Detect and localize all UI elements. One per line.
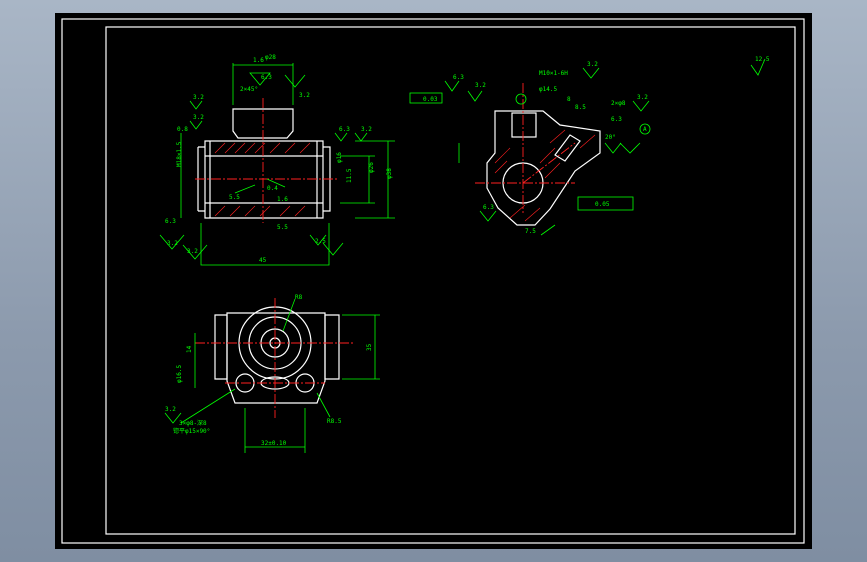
bottom-ra: 3.2 bbox=[165, 406, 176, 413]
side-dim3: 8.5 bbox=[575, 104, 586, 111]
front-dim-left: 0.8 bbox=[177, 126, 188, 133]
side-hole: 2×φ8 bbox=[611, 100, 626, 107]
front-ra-top2: 3.2 bbox=[299, 92, 310, 99]
side-ra4: 6.3 bbox=[611, 116, 622, 123]
side-ra2: 3.2 bbox=[475, 82, 486, 89]
side-bottom1: 6.3 bbox=[483, 204, 494, 211]
inner-frame bbox=[105, 26, 796, 535]
corner-ra: 12.5 bbox=[755, 56, 770, 63]
front-ra-right1: 6.3 bbox=[339, 126, 350, 133]
front-thread: M18×1.5 bbox=[176, 141, 183, 167]
bottom-view: R8 14 φ16.5 35 3.2 3×φ8-深8 锪平φ15×90° 32±… bbox=[164, 294, 380, 453]
side-ra5: 3.2 bbox=[637, 94, 648, 101]
front-ra-mid: 1.6 bbox=[277, 196, 288, 203]
bottom-dim1: 14 bbox=[186, 345, 193, 353]
bottom-width: 32±0.10 bbox=[261, 440, 287, 447]
side-dim1: φ14.5 bbox=[539, 86, 557, 93]
bottom-note1: 3×φ8-深8 bbox=[179, 419, 207, 427]
side-dim2: 8 bbox=[567, 96, 571, 103]
outer-frame bbox=[61, 18, 805, 544]
front-dim-length: 45 bbox=[259, 257, 267, 264]
front-dim-top: 1.6 bbox=[253, 57, 264, 64]
front-dim-right4: φ16 bbox=[336, 152, 343, 163]
side-view: 6.3 3.2 M10×1-6H 3.2 φ14.5 8 8.5 20° 0.0… bbox=[409, 61, 651, 236]
front-ra-bottom2: 3.2 bbox=[187, 248, 198, 255]
side-tolerance: 0.03 bbox=[423, 96, 438, 103]
corner-roughness: 12.5 bbox=[750, 56, 770, 76]
cad-drawing: 1.6 φ28 6.3 2×45° 3.2 3.2 3.2 0.8 M18×1.… bbox=[61, 18, 805, 544]
side-ra1: 6.3 bbox=[453, 74, 464, 81]
front-dim-right3: 11.5 bbox=[346, 168, 353, 183]
bottom-radius: R8 bbox=[295, 294, 303, 301]
front-view: 1.6 φ28 6.3 2×45° 3.2 3.2 3.2 0.8 M18×1.… bbox=[159, 54, 395, 266]
side-tolerance2: 0.05 bbox=[595, 201, 610, 208]
side-angle: 20° bbox=[605, 134, 616, 141]
bottom-note2: 锪平φ15×90° bbox=[173, 427, 210, 435]
front-dim-bottom1: 5.5 bbox=[277, 224, 288, 231]
side-ra3: 3.2 bbox=[587, 61, 598, 68]
front-dia-top: φ28 bbox=[265, 54, 276, 61]
bottom-dim2: φ16.5 bbox=[176, 365, 183, 383]
front-dim-mid: 5.5 bbox=[229, 194, 240, 201]
front-dim-bottom2: 2.5 bbox=[315, 238, 326, 245]
side-thread: M10×1-6H bbox=[539, 70, 568, 77]
side-datum: A bbox=[643, 126, 647, 133]
drawing-viewport[interactable]: 1.6 φ28 6.3 2×45° 3.2 3.2 3.2 0.8 M18×1.… bbox=[55, 13, 812, 549]
front-ra-bottom: 3.2 bbox=[167, 240, 178, 247]
bottom-dim3: 35 bbox=[366, 343, 373, 351]
front-chamfer: 2×45° bbox=[240, 86, 258, 93]
front-ra-right2: 3.2 bbox=[361, 126, 372, 133]
front-dia-right1: φ38 bbox=[386, 168, 393, 179]
front-ra-left2: 3.2 bbox=[193, 114, 204, 121]
front-ra-left: 3.2 bbox=[193, 94, 204, 101]
front-ra-bottom-left: 6.3 bbox=[165, 218, 176, 225]
front-dim-inner: 0.4 bbox=[267, 185, 278, 192]
front-dia-right2: φ26 bbox=[368, 162, 375, 173]
side-bottom2: 7.5 bbox=[525, 228, 536, 235]
bottom-r: R8.5 bbox=[327, 418, 342, 425]
front-ra-top1: 6.3 bbox=[261, 74, 272, 81]
